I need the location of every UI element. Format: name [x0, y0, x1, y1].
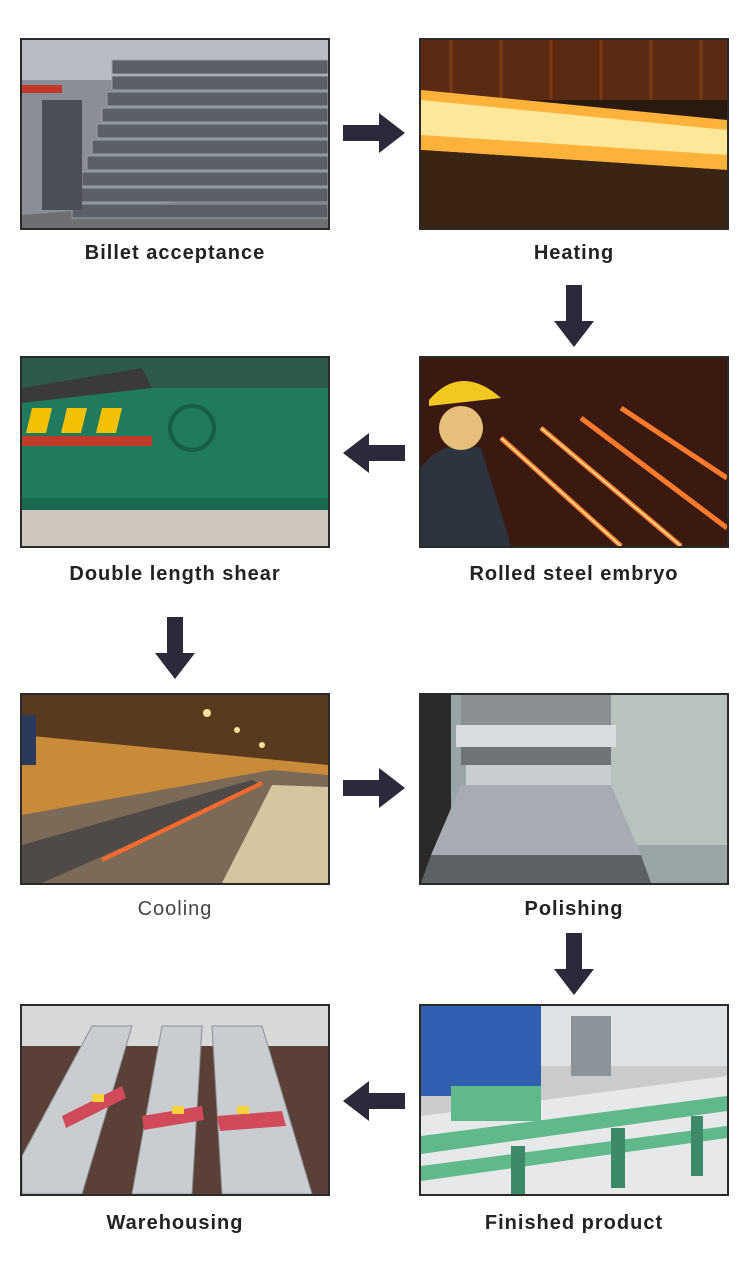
double-length-shear-photo [20, 356, 330, 548]
polishing-photo [419, 693, 729, 885]
rolled-steel-embryo-photo [419, 356, 729, 548]
polishing-label: Polishing [524, 898, 624, 920]
heating-label: Heating [533, 242, 615, 264]
arrow-down-3 [554, 933, 594, 995]
heating-photo [419, 38, 729, 230]
rolled-steel-embryo-label: Rolled steel embryo [469, 563, 679, 585]
arrow-left-2 [343, 1081, 405, 1121]
billet-acceptance-photo [20, 38, 330, 230]
cooling-photo [20, 693, 330, 885]
billet-acceptance-label: Billet acceptance [84, 242, 266, 264]
warehousing-label: Warehousing [106, 1212, 244, 1234]
arrow-down-2 [155, 617, 195, 679]
double-length-shear-label: Double length shear [69, 563, 281, 585]
arrow-right-2 [343, 768, 405, 808]
arrow-left-1 [343, 433, 405, 473]
warehousing-photo [20, 1004, 330, 1196]
finished-product-photo [419, 1004, 729, 1196]
finished-product-label: Finished product [484, 1212, 664, 1234]
cooling-label: Cooling [137, 898, 213, 920]
arrow-down-1 [554, 285, 594, 347]
arrow-right-1 [343, 113, 405, 153]
